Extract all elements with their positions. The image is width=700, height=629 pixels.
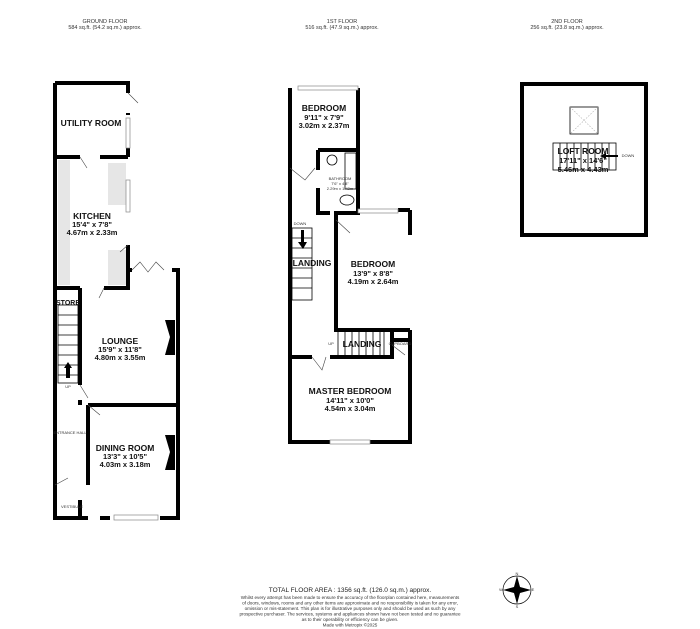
stair-label: UP [65, 384, 71, 389]
floor-name: 2ND FLOOR [551, 19, 583, 25]
disclaimer-line: omission or mis-statement. This plan is … [245, 606, 457, 611]
stair-label: DOWN [622, 153, 635, 158]
stair-arrow-icon [600, 153, 618, 159]
disclaimer-line: prospective purchaser. The services, sys… [239, 612, 461, 617]
stairs: UP [57, 304, 79, 389]
first-floor-header: 1ST FLOOR 516 sq.ft. (47.9 sq.m.) approx… [305, 19, 379, 31]
compass-n: N [516, 571, 519, 576]
footer: TOTAL FLOOR AREA : 1356 sq.ft. (126.0 sq… [239, 587, 461, 628]
stairs: DOWN UP [291, 221, 385, 357]
room-dim-metric: 3.02m x 2.37m [299, 121, 350, 130]
stair-arrow-icon [298, 230, 307, 249]
room-label-lounge: LOUNGE [102, 336, 139, 346]
room-label-dining: DINING ROOM [96, 443, 155, 453]
room-label-bathroom: BATHROOM [329, 176, 352, 181]
window [357, 208, 399, 214]
kitchen-counter [108, 163, 126, 205]
disclaimer-line: Whilst every attempt has been made to en… [241, 595, 460, 600]
room-label-kitchen: KITCHEN [73, 211, 111, 221]
ground-floor-header: GROUND FLOOR 584 sq.ft. (54.2 sq.m.) app… [68, 19, 142, 31]
room-label-bedroom: BEDROOM [351, 259, 395, 269]
window [125, 117, 131, 149]
room-dim-metric: 4.19m x 2.64m [348, 277, 399, 286]
room-dim-metric: 4.80m x 3.55m [95, 353, 146, 362]
fireplace-icon [165, 320, 175, 470]
stair-label: UP [328, 341, 334, 346]
floor-area: 516 sq.ft. (47.9 sq.m.) approx. [305, 25, 379, 31]
room-dim-metric: 5.46m x 4.43m [558, 165, 609, 174]
room-dim-metric: 4.67m x 2.33m [67, 228, 118, 237]
kitchen-counter [108, 250, 126, 285]
room-dim-imperial: 14'11" x 10'0" [326, 396, 374, 405]
first-floor-plan: DOWN UP BEDROOM 9'11" x 7'9" 3.02m x 2.3… [288, 85, 412, 445]
kitchen-counter [58, 160, 70, 285]
disclaimer-line: of doors, windows, rooms and any other i… [242, 601, 458, 606]
room-label-bedroom: BEDROOM [302, 103, 346, 113]
compass-w: W [499, 587, 503, 592]
room-label-landing: LANDING [343, 339, 382, 349]
floor-area: 256 sq.ft. (23.8 sq.m.) approx. [530, 25, 604, 31]
skylight-icon [569, 106, 599, 135]
room-label-vestibule: VESTIBULE [61, 504, 83, 509]
floor-area: 584 sq.ft. (54.2 sq.m.) approx. [68, 25, 142, 31]
room-label-store: STORE [56, 300, 80, 307]
room-dim-imperial: 17'11" x 14'6" [559, 156, 607, 165]
compass-s: S [516, 604, 519, 609]
room-dim-imperial: 15'9" x 11'8" [98, 345, 142, 354]
stairs: DOWN [552, 142, 635, 171]
room-label-entrance-hall: ENTRANCE HALL [53, 430, 87, 435]
total-floor-area: TOTAL FLOOR AREA : 1356 sq.ft. (126.0 sq… [269, 587, 432, 594]
compass-e: E [532, 587, 535, 592]
room-dim-imperial: 15'4" x 7'8" [72, 220, 112, 229]
floor-name: GROUND FLOOR [83, 19, 128, 25]
stair-arrow-icon [64, 362, 72, 378]
disclaimer-line: as to their operability or efficiency ca… [302, 617, 399, 622]
room-dim-imperial: 13'9" x 8'8" [353, 269, 393, 278]
room-label-loft: LOFT ROOM [558, 146, 609, 156]
room-dim-metric: 4.54m x 3.04m [325, 404, 376, 413]
room-dim-metric: 4.03m x 3.18m [100, 460, 151, 469]
ground-floor-plan: UP UTILITY ROOM KITCHEN 15'4" x 7'8" 4.6… [53, 81, 180, 521]
room-dim-imperial: 13'3" x 10'5" [103, 452, 147, 461]
window [125, 179, 131, 213]
credit: Made with Metropix ©2025 [323, 622, 378, 628]
room-label-master-bedroom: MASTER BEDROOM [309, 386, 392, 396]
bathroom-fixtures [326, 152, 357, 206]
room-label-cupboard: CUPBOARD [389, 341, 412, 346]
room-dim-imperial: 7'6" x 4'8" [331, 181, 349, 186]
room-dim-metric: 2.29m x 1.42m [327, 186, 354, 191]
compass-icon: N E S W [499, 571, 535, 609]
room-dim-imperial: 9'11" x 7'9" [304, 113, 344, 122]
second-floor-header: 2ND FLOOR 256 sq.ft. (23.8 sq.m.) approx… [530, 19, 604, 31]
floor-name: 1ST FLOOR [327, 19, 357, 25]
room-label-utility: UTILITY ROOM [61, 118, 122, 128]
window [113, 514, 159, 521]
window [329, 439, 371, 445]
window [297, 85, 359, 91]
room-label-landing: LANDING [293, 258, 332, 268]
second-floor-plan: DOWN LOFT ROOM 17'11" x 14'6" 5.46m x 4.… [520, 82, 648, 237]
stair-label: DOWN [294, 221, 307, 226]
